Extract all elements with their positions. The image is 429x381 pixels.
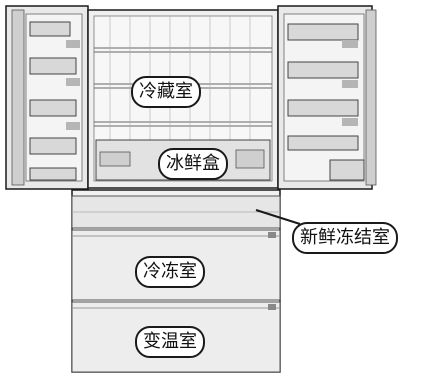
right-door <box>277 5 377 190</box>
right-door-shelves <box>287 23 365 181</box>
label-variable-temp-compartment: 变温室 <box>135 326 205 358</box>
label-freezer-compartment: 冷冻室 <box>135 256 205 288</box>
left-door <box>5 5 89 190</box>
label-fresh-freeze-compartment: 新鲜冻结室 <box>292 222 398 254</box>
fresh-freeze-pointer <box>255 209 301 225</box>
label-ice-fresh-box: 冰鲜盒 <box>158 148 228 180</box>
left-door-shelves <box>29 21 77 181</box>
label-fridge-compartment: 冷藏室 <box>131 76 201 108</box>
